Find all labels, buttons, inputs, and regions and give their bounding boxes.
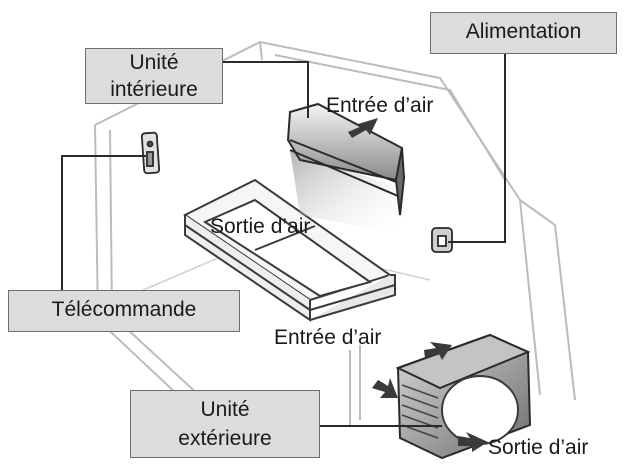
indoor-unit-line2: intérieure (110, 78, 198, 101)
air-inlet-outdoor-arrow (424, 342, 452, 360)
indoor-unit-line1: Unité (129, 51, 179, 74)
outdoor-unit-line1: Unité (200, 398, 250, 421)
air-inlet-indoor-arrow (348, 118, 378, 138)
power-supply-leader (448, 54, 506, 243)
power-supply-label: Alimentation (465, 20, 582, 43)
sofa (183, 178, 396, 322)
outdoor-unit-line2: extérieure (178, 427, 272, 450)
air-outlet-outdoor-arrow-right (458, 432, 488, 452)
air-outlet-outdoor-arrow-left (372, 378, 398, 398)
remote-control-callout: Télécommande (8, 290, 240, 332)
outdoor-unit (395, 333, 532, 460)
air-inlet-outdoor-label: Entrée d’air (274, 326, 382, 349)
air-outlet-outdoor-label: Sortie d’air (488, 436, 589, 459)
power-supply-callout: Alimentation (430, 12, 617, 54)
leader-lines (61, 54, 506, 427)
outdoor-unit-callout: Unité extérieure (130, 390, 320, 458)
indoor-unit-shadow (290, 150, 405, 235)
airflow-arrows (348, 118, 488, 452)
power-outlet (431, 227, 453, 253)
indoor-unit-leader (222, 61, 309, 118)
remote-control (140, 131, 161, 175)
indoor-unit (286, 102, 406, 216)
remote-control-label: Télécommande (51, 298, 197, 321)
air-inlet-indoor-label: Entrée d’air (326, 94, 434, 117)
remote-control-leader (61, 155, 146, 290)
indoor-unit-callout: Unité intérieure (85, 48, 223, 104)
air-outlet-indoor-label: Sortie d’air (210, 215, 311, 238)
